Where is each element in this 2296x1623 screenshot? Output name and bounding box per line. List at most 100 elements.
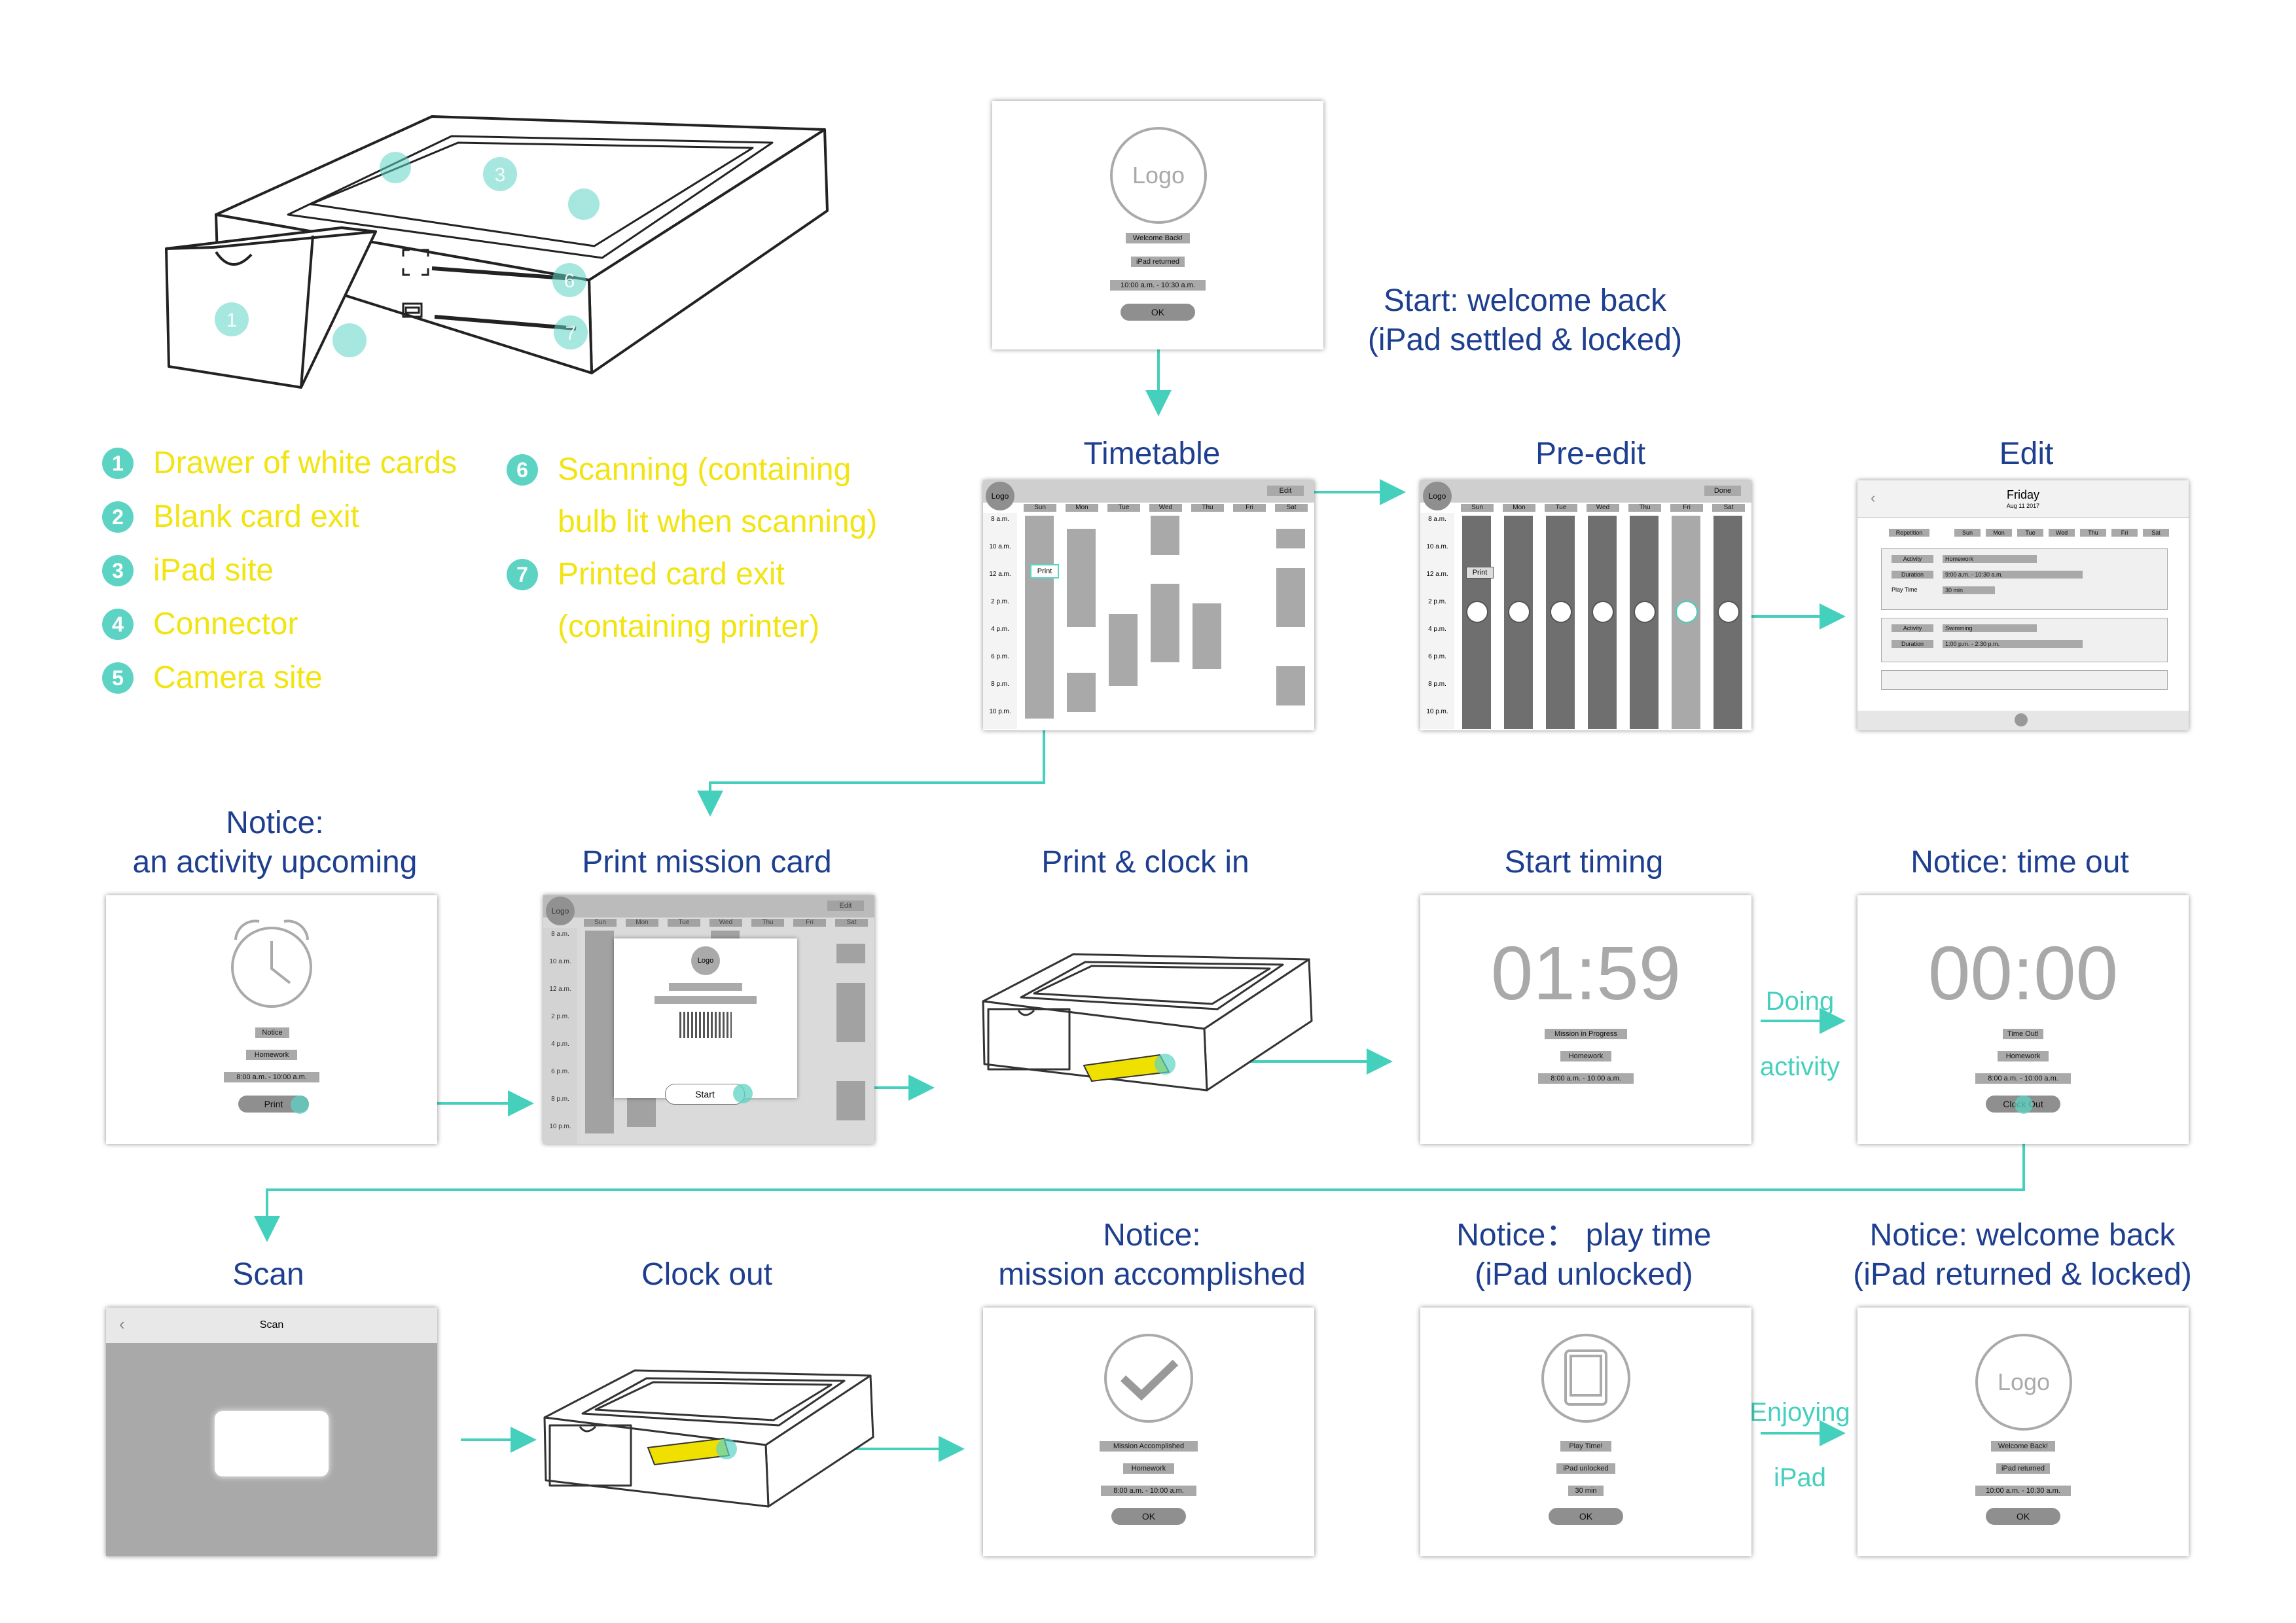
day-label-mon: Mon	[1503, 504, 1535, 512]
print-button[interactable]: Print	[1466, 567, 1494, 579]
edit-button[interactable]: Edit	[1267, 486, 1304, 496]
barcode	[679, 1012, 732, 1038]
activity-block[interactable]	[585, 1048, 614, 1133]
day-column[interactable]	[1504, 516, 1533, 729]
repetition-day-thu[interactable]: Thu	[2080, 529, 2106, 537]
day-label-fri: Fri	[793, 919, 826, 927]
status-text: iPad returned	[1996, 1463, 2050, 1474]
edit-pencil-icon[interactable]	[1634, 601, 1656, 623]
activity-block[interactable]	[1067, 529, 1096, 568]
time-text: 8:00 a.m. - 10:00 a.m.	[1975, 1073, 2071, 1084]
ok-button[interactable]: OK	[1986, 1508, 2060, 1525]
edit-pencil-icon[interactable]	[1466, 601, 1488, 623]
done-button[interactable]: Done	[1704, 486, 1741, 496]
legend-number: 5	[102, 662, 134, 694]
time-label: 6 p.m.	[551, 1068, 569, 1075]
print-button[interactable]: Print	[1030, 564, 1059, 579]
day-label-tue: Tue	[668, 919, 700, 927]
time-label: 10 p.m.	[989, 708, 1011, 715]
back-icon[interactable]: ‹	[1871, 490, 1876, 506]
status-text: Play Time!	[1560, 1441, 1611, 1452]
edit-pencil-icon[interactable]	[1676, 601, 1698, 623]
card-exit-indicator	[1155, 1054, 1175, 1075]
scan-title: Scan	[259, 1319, 284, 1330]
edit-pencil-icon[interactable]	[1550, 601, 1572, 623]
day-column[interactable]	[1713, 516, 1742, 729]
duration-value[interactable]: 1:00 p.m. - 2:30 p.m.	[1943, 640, 2083, 648]
time-label: 4 p.m.	[551, 1041, 569, 1048]
activity-text: Homework	[1998, 1051, 2049, 1061]
activity-block[interactable]	[1151, 584, 1179, 662]
ok-button[interactable]: OK	[1549, 1508, 1623, 1525]
touch-indicator	[2015, 1096, 2033, 1114]
ok-button[interactable]: OK	[1121, 304, 1195, 321]
day-column[interactable]	[1462, 516, 1491, 729]
activity-block[interactable]	[1193, 603, 1221, 669]
day-column[interactable]	[1672, 516, 1700, 729]
activity-block[interactable]	[1109, 614, 1138, 686]
duration-label: Duration	[1892, 640, 1933, 648]
step-title-start-timing: Start timing	[1504, 845, 1664, 880]
day-column[interactable]	[1588, 516, 1617, 729]
screen-welcome: Logo Welcome Back! iPad returned 10:00 a…	[992, 101, 1323, 349]
day-label-sun: Sun	[1024, 504, 1056, 512]
repetition-day-fri[interactable]: Fri	[2111, 529, 2138, 537]
alarm-clock-icon	[231, 919, 312, 1008]
activity-block[interactable]	[1276, 529, 1305, 548]
time-label: 8 a.m.	[551, 931, 569, 938]
day-column[interactable]	[1630, 516, 1659, 729]
repetition-day-tue[interactable]: Tue	[2017, 529, 2043, 537]
time-label: 6 p.m.	[1428, 653, 1446, 660]
confirm-icon[interactable]	[2015, 713, 2028, 726]
day-column[interactable]	[1546, 516, 1575, 729]
activity-block[interactable]	[1067, 673, 1096, 712]
repetition-day-mon[interactable]: Mon	[1986, 529, 2012, 537]
activity-block[interactable]	[836, 1081, 865, 1120]
scan-indicator	[716, 1438, 737, 1459]
activity-block[interactable]	[1276, 568, 1305, 627]
activity-block[interactable]	[1025, 633, 1054, 719]
repetition-day-sun[interactable]: Sun	[1954, 529, 1981, 537]
activity-value[interactable]: Homework	[1943, 555, 2037, 563]
playtime-value[interactable]: 30 min	[1943, 586, 1995, 594]
day-label-sat: Sat	[835, 919, 868, 927]
repetition-days[interactable]: Sun Mon Tue Wed Thu Fri Sat	[1954, 529, 2177, 538]
step-title-print-card: Print mission card	[582, 845, 832, 880]
repetition-day-sat[interactable]: Sat	[2143, 529, 2169, 537]
day-label-wed: Wed	[1587, 504, 1619, 512]
time-label: 2 p.m.	[991, 598, 1009, 605]
activity-block[interactable]	[836, 983, 865, 1042]
activity-block[interactable]	[836, 944, 865, 963]
day-label-wed: Wed	[709, 919, 742, 927]
tablet-icon	[1541, 1334, 1630, 1423]
activity-value[interactable]: Swimming	[1943, 624, 2037, 632]
day-label-sat: Sat	[1712, 504, 1745, 512]
playtime-label: Play Time	[1892, 586, 1918, 593]
activity-block[interactable]	[1067, 568, 1096, 627]
activity-block[interactable]	[1151, 516, 1179, 555]
repetition-label: Repetition	[1889, 529, 1929, 537]
add-activity-row[interactable]	[1881, 670, 2168, 690]
edit-pencil-icon[interactable]	[1508, 601, 1530, 623]
duration-value[interactable]: 9:00 a.m. - 10:30 a.m.	[1943, 571, 2083, 579]
edit-pencil-icon[interactable]	[1592, 601, 1614, 623]
repetition-day-wed[interactable]: Wed	[2049, 529, 2075, 537]
notice-text: Notice	[255, 1027, 289, 1038]
edit-button[interactable]: Edit	[827, 901, 864, 911]
logo: Logo	[691, 946, 720, 975]
welcome-text: Welcome Back!	[1126, 233, 1190, 243]
activity-block[interactable]	[1276, 666, 1305, 705]
timer-display: 00:00	[1928, 931, 2119, 1016]
time-label: 12 a.m.	[989, 571, 1011, 578]
ok-button[interactable]: OK	[1111, 1508, 1186, 1525]
ipad-status-text: iPad unlocked	[1556, 1463, 1615, 1474]
edit-pencil-icon[interactable]	[1717, 601, 1740, 623]
back-icon[interactable]: ‹	[119, 1314, 125, 1334]
time-text: 8:00 a.m. - 10:00 a.m.	[1538, 1073, 1634, 1084]
time-column: 8 a.m.10 a.m.12 a.m.2 p.m.4 p.m.6 p.m.8 …	[543, 928, 577, 1144]
time-label: 10 p.m.	[1426, 708, 1448, 715]
time-label: 4 p.m.	[991, 626, 1009, 633]
